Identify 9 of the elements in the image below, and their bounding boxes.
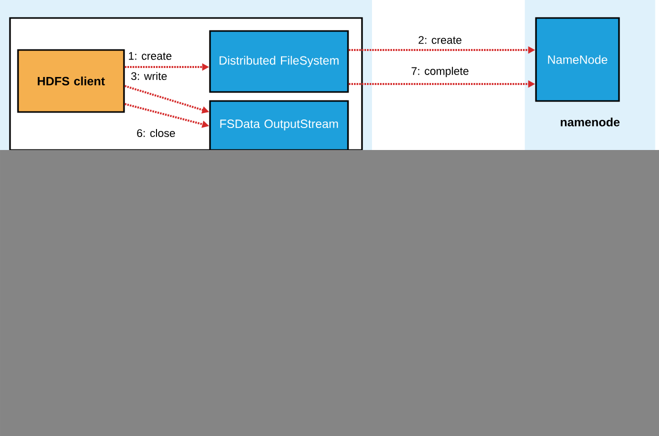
edge-label: 2: create [418,36,462,44]
edge-label: 6: close [137,128,175,138]
edge-label: 1: create [128,52,172,60]
component-box: Distributed FileSystem [209,30,349,93]
edge-label: 3: write [131,72,167,80]
component-box: FSData OutputStream [209,100,349,151]
component-box: NameNode [535,17,620,102]
client-box: HDFS client [17,49,125,113]
edge-label: 7: complete [412,66,468,78]
